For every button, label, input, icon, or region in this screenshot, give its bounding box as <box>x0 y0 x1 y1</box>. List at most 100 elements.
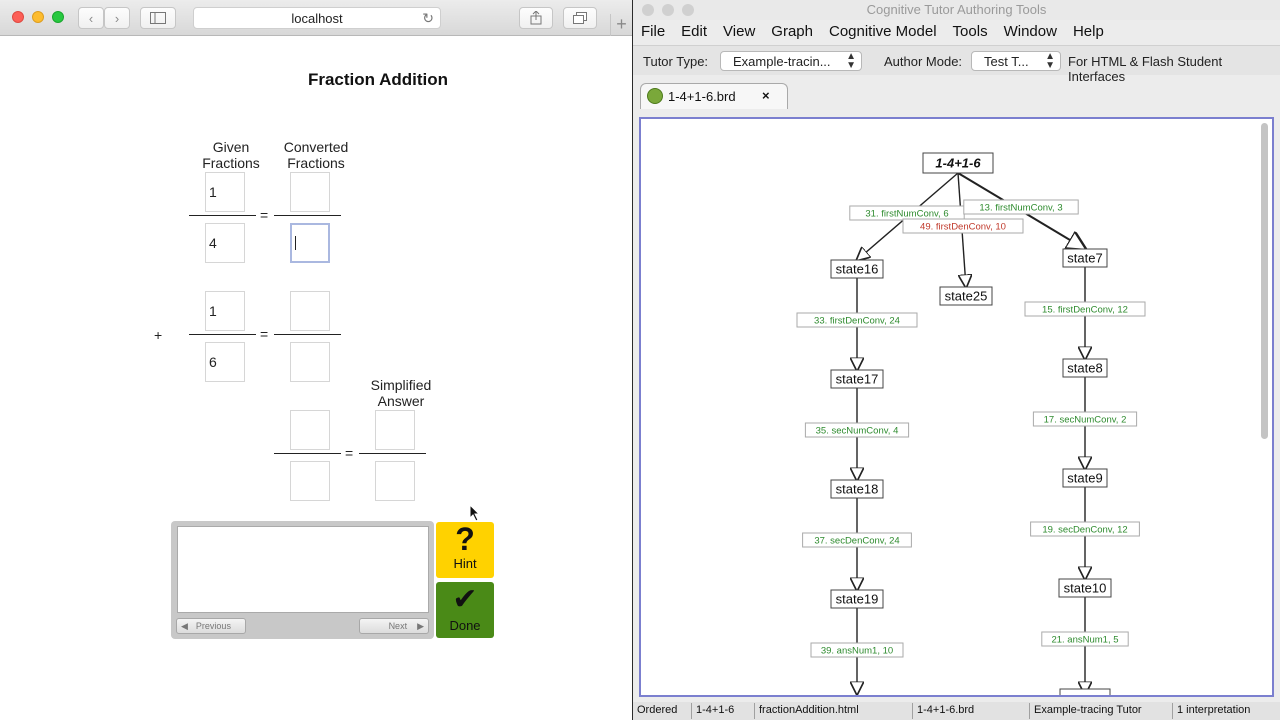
graph-state-node[interactable]: state16 <box>836 262 879 277</box>
menu-graph[interactable]: Graph <box>771 23 813 40</box>
close-window-button[interactable] <box>12 11 24 23</box>
plus-sign: + <box>154 327 163 343</box>
graph-state-node-box[interactable] <box>939 286 993 306</box>
edge-label-box[interactable] <box>1032 411 1138 427</box>
graph-state-node-box[interactable] <box>830 259 884 279</box>
edge-label-box[interactable] <box>810 642 904 658</box>
close-window-button[interactable] <box>642 4 654 16</box>
edge-label-box[interactable] <box>802 532 912 548</box>
url-text: localhost <box>291 10 343 26</box>
behavior-graph[interactable]: 31. firstNumConv, 6 49. firstDenConv, 10 1… <box>641 119 1274 697</box>
question-mark-icon: ? <box>455 521 475 557</box>
minimize-window-button[interactable] <box>32 11 44 23</box>
edge-label[interactable]: 13. firstNumConv, 3 <box>979 203 1062 214</box>
edge-label-box[interactable] <box>1041 631 1129 647</box>
given-numerator-1: 1 <box>205 172 245 212</box>
previous-hint-button[interactable]: ◀ Previous <box>176 618 246 634</box>
given-denominator-2: 6 <box>205 342 245 382</box>
edge-label[interactable]: 39. ansNum1, 10 <box>821 646 893 657</box>
fraction-bar <box>274 334 341 335</box>
hint-message-panel: ◀ Previous Next ▶ <box>171 521 434 639</box>
edge-label-box[interactable] <box>963 199 1079 215</box>
graph-state-node-box[interactable] <box>1062 248 1108 268</box>
menu-file[interactable]: File <box>641 23 666 40</box>
fraction-bar <box>274 453 341 454</box>
brd-document-tab[interactable]: 1-4+1-6.brd × <box>640 83 788 109</box>
menu-window[interactable]: Window <box>1003 23 1057 40</box>
graph-state-node-box[interactable] <box>1062 468 1108 488</box>
sum-denominator-input[interactable] <box>290 461 330 501</box>
graph-state-node-box[interactable] <box>830 589 884 609</box>
zoom-window-button[interactable] <box>52 11 64 23</box>
tutor-type-value: Example-tracin... <box>733 54 831 69</box>
edge-label[interactable]: 17. secNumConv, 2 <box>1044 415 1127 426</box>
close-tab-icon[interactable]: × <box>762 88 770 103</box>
ctat-titlebar: Cognitive Tutor Authoring Tools <box>633 0 1280 20</box>
graph-state-node[interactable]: state9 <box>1067 471 1102 486</box>
menu-edit[interactable]: Edit <box>681 23 708 40</box>
edge-label-box[interactable] <box>902 218 1024 234</box>
edge-label-box[interactable] <box>804 422 910 438</box>
graph-state-node[interactable]: state19 <box>836 592 879 607</box>
edge-label[interactable]: 35. secNumConv, 4 <box>816 426 899 437</box>
tutor-type-label: Tutor Type: <box>643 54 709 69</box>
back-button[interactable]: ‹ <box>78 7 104 29</box>
edge-label[interactable]: 15. firstDenConv, 12 <box>1042 305 1128 316</box>
author-mode-select[interactable]: Test T... ▲▼ <box>971 51 1061 71</box>
edge-label-box[interactable] <box>1030 521 1140 537</box>
graph-state-node-box[interactable] <box>830 479 884 499</box>
graph-state-node[interactable]: state18 <box>836 482 879 497</box>
vertical-scrollbar[interactable] <box>1261 123 1268 439</box>
graph-state-node[interactable]: state7 <box>1067 251 1102 266</box>
converted-numerator-2-input[interactable] <box>290 291 330 331</box>
address-bar[interactable]: localhost ↻ <box>193 7 441 29</box>
edge-label-box[interactable] <box>796 312 918 328</box>
minimize-window-button[interactable] <box>662 4 674 16</box>
graph-state-node[interactable]: state25 <box>945 289 988 304</box>
behavior-graph-panel[interactable]: 31. firstNumConv, 6 49. firstDenConv, 10 1… <box>639 117 1274 697</box>
graph-state-node-partial[interactable] <box>1059 688 1111 697</box>
tab-label: 1-4+1-6.brd <box>668 89 736 104</box>
author-mode-label: Author Mode: <box>884 54 963 69</box>
simplified-numerator-input[interactable] <box>375 410 415 450</box>
graph-root-node-box[interactable] <box>922 152 994 174</box>
graph-state-node[interactable]: state8 <box>1067 361 1102 376</box>
graph-state-node-box[interactable] <box>830 369 884 389</box>
menu-cognitive-model[interactable]: Cognitive Model <box>828 23 937 40</box>
share-button[interactable] <box>519 7 553 29</box>
converted-numerator-1-input[interactable] <box>290 172 330 212</box>
tutor-type-select[interactable]: Example-tracin... ▲▼ <box>720 51 862 71</box>
done-button[interactable]: ✔ Done <box>436 582 494 638</box>
sum-numerator-input[interactable] <box>290 410 330 450</box>
graph-state-node-box[interactable] <box>1058 578 1112 598</box>
edge-label-box[interactable] <box>1024 301 1146 317</box>
forward-button[interactable]: › <box>104 7 130 29</box>
zoom-window-button[interactable] <box>682 4 694 16</box>
edge-label[interactable]: 21. ansNum1, 5 <box>1051 635 1118 646</box>
simplified-denominator-input[interactable] <box>375 461 415 501</box>
previous-label: Previous <box>195 621 231 631</box>
edge-label[interactable]: 19. secDenConv, 12 <box>1042 525 1127 536</box>
sidebar-button[interactable] <box>140 7 176 29</box>
graph-state-node[interactable]: state10 <box>1064 581 1107 596</box>
edge-label[interactable]: 37. secDenConv, 24 <box>814 536 899 547</box>
hint-button[interactable]: ? Hint <box>436 522 494 578</box>
menu-tools[interactable]: Tools <box>952 23 988 40</box>
edge-label[interactable]: 33. firstDenConv, 24 <box>814 316 900 327</box>
edge-label[interactable]: 31. firstNumConv, 6 <box>865 209 948 220</box>
equals-sign: = <box>260 326 269 342</box>
sidebar-icon <box>150 12 166 24</box>
next-hint-button[interactable]: Next ▶ <box>359 618 429 634</box>
edge-label[interactable]: 49. firstDenConv, 10 <box>920 222 1006 233</box>
menu-help[interactable]: Help <box>1072 23 1104 40</box>
graph-state-node[interactable]: state17 <box>836 372 879 387</box>
menu-view[interactable]: View <box>723 23 756 40</box>
tabs-overview-button[interactable] <box>563 7 597 29</box>
graph-state-node-box[interactable] <box>1062 358 1108 378</box>
converted-denominator-2-input[interactable] <box>290 342 330 382</box>
reload-icon[interactable]: ↻ <box>422 10 434 26</box>
equals-sign: = <box>260 207 269 223</box>
new-tab-button[interactable]: + <box>610 14 632 36</box>
converted-denominator-1-input[interactable] <box>290 223 330 263</box>
graph-root-node[interactable]: 1-4+1-6 <box>935 156 981 171</box>
